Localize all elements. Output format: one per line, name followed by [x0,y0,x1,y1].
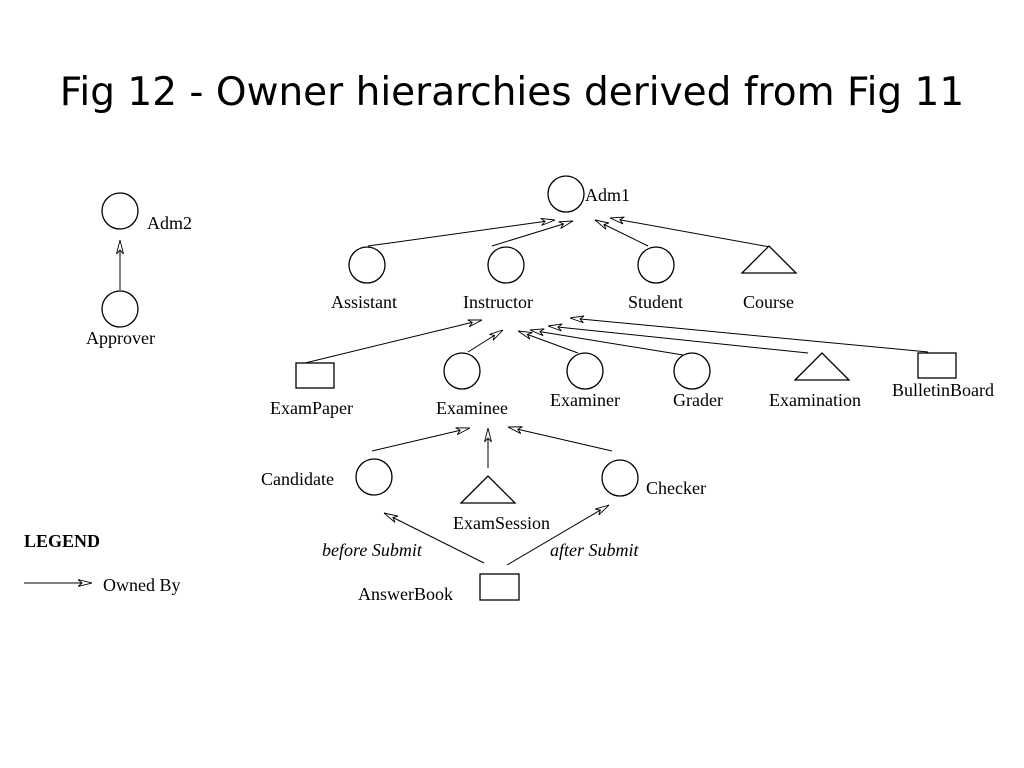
edge-course-adm1 [610,218,771,248]
after-submit-label: after Submit [550,540,639,560]
edge-examination-instructor [548,326,809,354]
examination-label: Examination [769,390,861,410]
node-shapes [101,175,957,601]
instructor-circle [487,246,525,284]
student-label: Student [628,292,683,312]
instructor-label: Instructor [463,292,533,312]
adm1-circle [547,175,585,213]
edge-labels: before Submit after Submit [322,540,639,560]
examiner-label: Examiner [550,390,620,410]
exampaper-label: ExamPaper [270,398,353,418]
candidate-label: Candidate [261,469,334,489]
exampaper-rect [295,362,335,389]
course-label: Course [743,292,794,312]
legend-owned-by-label: Owned By [103,575,181,595]
candidate-circle [355,458,393,496]
checker-circle [601,459,639,497]
examiner-circle [566,352,604,390]
examinee-label: Examinee [436,398,508,418]
bulletinboard-label: BulletinBoard [892,380,994,400]
edge-checker-examinee [508,427,613,452]
bulletinboard-rect [917,352,957,379]
edge-instructor-adm1 [491,220,573,247]
examsession-label: ExamSession [453,513,550,533]
edge-grader-instructor [530,330,684,356]
assistant-circle [348,246,386,284]
edge-assistant-adm1 [367,220,555,247]
student-circle [637,246,675,284]
assistant-label: Assistant [331,292,397,312]
edge-candidate-examinee [371,428,470,452]
before-submit-label: before Submit [322,540,423,560]
slide-title: Fig 12 - Owner hierarchies derived from … [59,70,965,115]
course-triangle [740,245,798,274]
legend-heading: LEGEND [24,531,100,551]
adm2-circle [101,192,139,230]
grader-circle [673,352,711,390]
answerbook-rect [479,573,520,601]
approver-label: Approver [86,328,155,348]
approver-circle [101,290,139,328]
edge-answerbook-checker [506,505,609,566]
checker-label: Checker [646,478,706,498]
answerbook-label: AnswerBook [358,584,453,604]
edge-examiner-instructor [518,330,579,354]
node-labels: Adm1 Adm2 Approver Assistant Instructor … [86,185,994,604]
edge-exampaper-instructor [304,320,482,364]
grader-label: Grader [673,390,723,410]
edge-student-adm1 [595,219,649,247]
edge-answerbook-candidate [384,512,485,564]
edges [24,218,929,583]
legend: LEGEND Owned By [24,531,181,595]
edge-bulletinboard-instructor [570,318,929,353]
adm2-label: Adm2 [147,213,192,233]
examination-triangle [793,352,851,381]
adm1-label: Adm1 [585,185,630,205]
examinee-circle [443,352,481,390]
examsession-triangle [459,475,517,504]
edge-examinee-instructor [467,330,503,353]
